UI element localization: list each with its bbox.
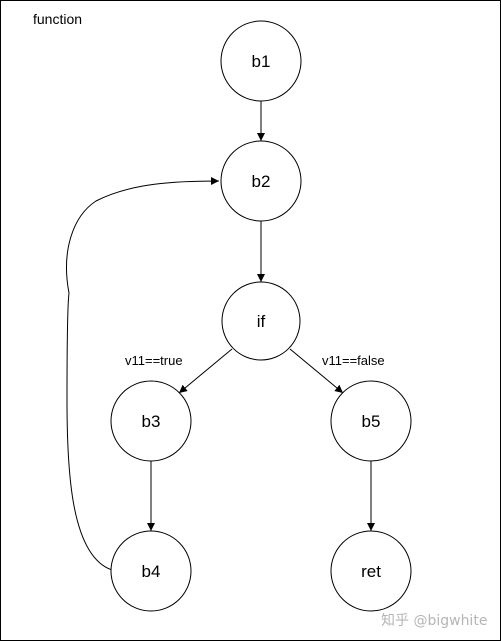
edge-if-b3 [178,348,233,394]
frame-label: function [33,11,83,27]
node-ret: ret [330,530,412,612]
node-b5-label: b5 [362,412,381,431]
node-b4-label: b4 [142,562,161,581]
node-b4: b4 [110,530,192,612]
edge-label-true: v11==true [125,353,183,368]
node-b3-label: b3 [142,412,161,431]
edge-if-b5 [289,348,344,394]
node-b1: b1 [220,20,302,102]
node-b3: b3 [110,380,192,462]
node-b1-label: b1 [252,52,271,71]
node-if-label: if [257,312,266,331]
node-if: if [221,281,301,361]
edge-b4-b2-loop [66,177,220,571]
node-b5: b5 [330,380,412,462]
node-ret-label: ret [361,562,381,581]
node-b2: b2 [220,140,302,222]
watermark-text: 知乎 @bigwhite [381,612,487,629]
node-b2-label: b2 [252,172,271,191]
edge-label-false: v11==false [322,353,385,368]
